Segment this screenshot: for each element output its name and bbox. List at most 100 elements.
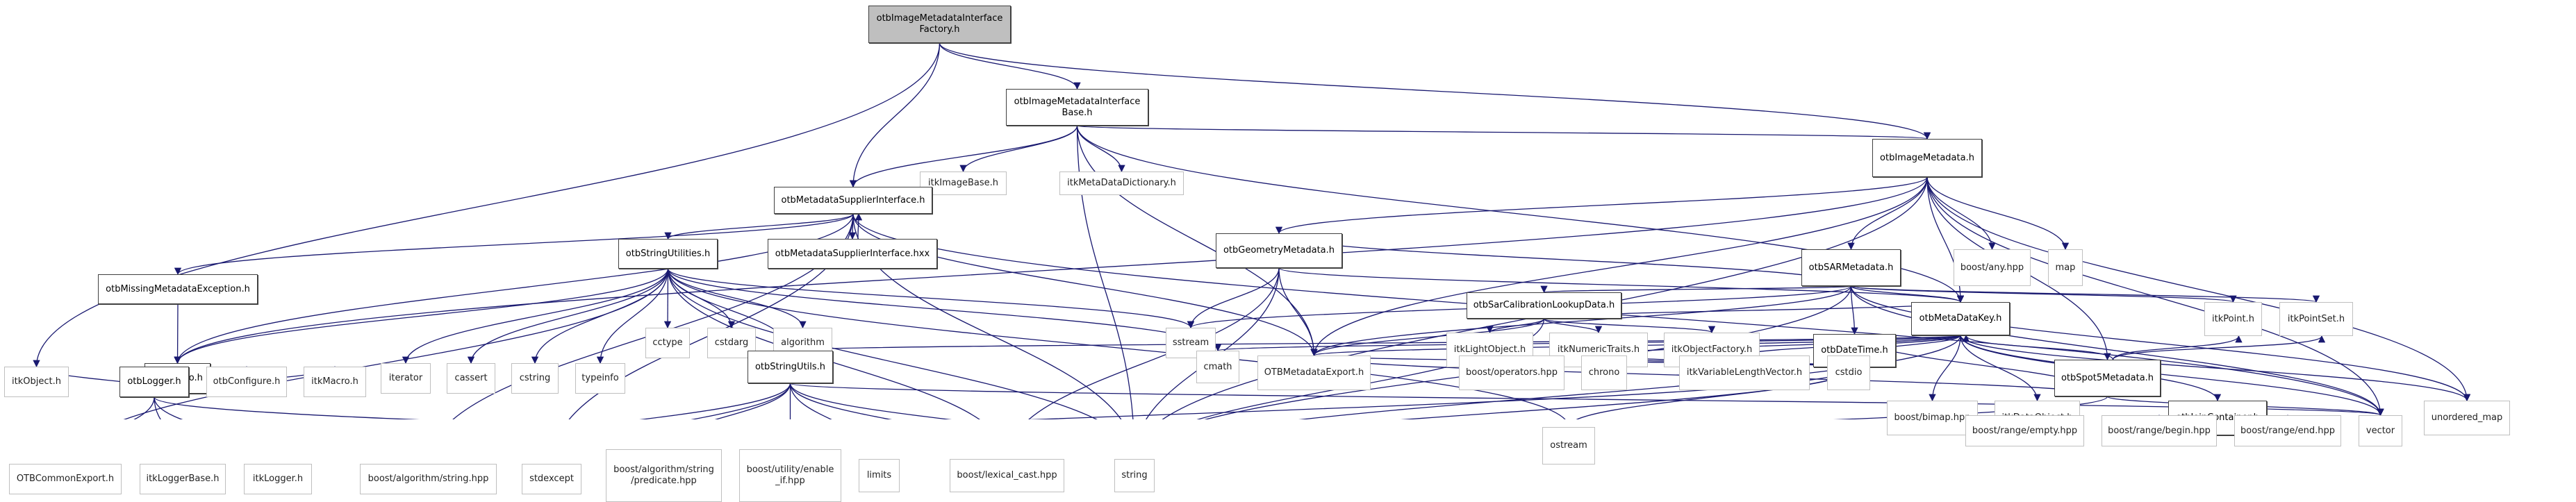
node-otbLogger-h[interactable]: otbLogger.h — [119, 367, 189, 397]
node-label: unordered_map — [2431, 412, 2503, 424]
node-vector: vector — [2359, 415, 2402, 446]
edge-stringUtil-to-iterator — [402, 268, 669, 365]
node-label-line: OTBMetadataExport.h — [1264, 367, 1364, 378]
node-label-line: otbConfigure.h — [213, 376, 281, 387]
edge-imageMD-to-sarMD — [1847, 176, 1928, 251]
node-boost-any-hpp: boost/any.hpp — [1954, 249, 2031, 286]
edge-sarCal-to-mdExport — [1310, 318, 1545, 357]
edge-imdibase-to-mdExport — [1076, 125, 1318, 357]
node-label: limits — [867, 470, 891, 481]
node-label-line: limits — [866, 470, 892, 480]
node-label: otbStringUtilities.h — [626, 249, 710, 260]
node-label: itkLoggerBase.h — [146, 474, 219, 485]
node-otbStringUtilities-h[interactable]: otbStringUtilities.h — [618, 239, 718, 269]
node-label: cstring — [520, 373, 550, 384]
node-label-line: itkLightObject.h — [1453, 344, 1526, 355]
node-label: otbMetadataSupplierInterface.h — [782, 195, 925, 206]
node-otbMetaDataKey-h[interactable]: otbMetaDataKey.h — [1911, 302, 2010, 335]
node-otbMetadataSupplierInterface-h[interactable]: otbMetadataSupplierInterface.h — [774, 187, 932, 214]
node-label-line: otbImageMetadataInterface — [876, 13, 1003, 24]
node-otbSARMetadata-h[interactable]: otbSARMetadata.h — [1801, 249, 1901, 286]
node-otbGeometryMetadata-h[interactable]: otbGeometryMetadata.h — [1216, 233, 1342, 268]
node-label-line: /predicate.hpp — [631, 476, 697, 486]
edge-mdKey-to-boostBimap — [1929, 335, 1961, 402]
edge-stringUtil-to-typeinfo — [596, 268, 669, 365]
node-label: cmath — [1203, 362, 1232, 373]
node-sstream: sstream — [1166, 328, 1216, 358]
node-chrono: chrono — [1581, 355, 1627, 390]
node-label-line: cstdarg — [714, 337, 749, 348]
node-label-line: boost/any.hpp — [1960, 262, 2024, 273]
node-label: otbLogger.h — [127, 376, 181, 387]
edge-mdsihxx-to-mdsi — [854, 212, 863, 240]
edge-sarMD-to-dateTime — [1850, 285, 1858, 335]
node-label-line: typeinfo — [581, 373, 619, 383]
edge-mdsi-to-mdExport — [852, 213, 1318, 357]
node-otbImageMetadata-h[interactable]: otbImageMetadata.h — [1872, 139, 1982, 177]
node-label-line: OTBCommonExport.h — [16, 474, 115, 484]
node-label: itkMacro.h — [311, 376, 358, 387]
edge-sarMD-to-vector — [1850, 285, 2384, 417]
node-boost-utility-enable_if-hpp: boost/utility/enable_if.hpp — [739, 449, 841, 502]
node-label: sstream — [1173, 337, 1209, 349]
edge-spot5-to-itkPointSet — [2112, 335, 2326, 360]
node-boost-operators-hpp: boost/operators.hpp — [1459, 355, 1564, 390]
edge-spot5-to-itkPoint — [2112, 335, 2243, 360]
edge-stringUtils-to-stdexcept — [691, 383, 791, 419]
edge-geomMD-to-mdKey — [1278, 267, 1964, 303]
node-label-line: ostream — [1550, 440, 1587, 451]
edge-logger-to-string — [154, 396, 420, 419]
edge-dateTime-to-boostAlgStr — [1027, 367, 1856, 419]
edge-imageMD-to-mdExport — [1310, 176, 1928, 357]
edge-stringUtils-to-boostLex — [789, 383, 892, 419]
edge-mdKey-to-unordMap — [1960, 335, 2471, 402]
node-label-line: otbStringUtils.h — [754, 361, 826, 372]
node-label: stdexcept — [529, 474, 574, 485]
edge-stringUtil-to-string — [667, 268, 1098, 419]
edge-stringUtils-to-vector — [789, 383, 2384, 417]
node-label: otbGeometryMetadata.h — [1223, 245, 1335, 256]
edge-stringUtil-to-boostLex — [667, 268, 980, 419]
node-label-line: stdexcept — [529, 474, 574, 484]
node-label-line: otbStringUtilities.h — [625, 248, 711, 259]
node-label: boost/lexical_cast.hpp — [957, 470, 1057, 481]
node-label-line: boost/utility/enable — [746, 465, 834, 475]
node-label: boost/bimap.hpp — [1894, 412, 1970, 424]
node-label-line: boost/operators.hpp — [1466, 367, 1558, 378]
node-typeinfo: typeinfo — [575, 363, 625, 394]
edge-imageMD-to-unordMap — [1926, 176, 2471, 402]
node-otbMissingMetadataException-h[interactable]: otbMissingMetadataException.h — [98, 274, 258, 304]
node-label-line: chrono — [1588, 367, 1620, 378]
node-label: otbSARMetadata.h — [1809, 262, 1894, 274]
node-label-line: otbSARMetadata.h — [1808, 262, 1894, 273]
node-label: otbImageMetadata.h — [1880, 153, 1974, 164]
node-label: boost/algorithm/string/predicate.hpp — [613, 465, 714, 487]
node-label: boost/any.hpp — [1960, 262, 2024, 274]
node-otbSarCalibrationLookupData-h[interactable]: otbSarCalibrationLookupData.h — [1467, 292, 1621, 319]
node-itkMacro-h: itkMacro.h — [304, 367, 366, 397]
node-label-line: otbImageMetadata.h — [1880, 152, 1974, 163]
edge-logger-to-itkLogBase — [154, 396, 161, 419]
edge-imdibase-to-itkImageBase — [959, 125, 1078, 173]
node-label: itkMetaDataDictionary.h — [1067, 178, 1176, 189]
node-otbSpot5Metadata-h[interactable]: otbSpot5Metadata.h — [2054, 360, 2161, 396]
edge-spot5-to-mdKey — [1962, 334, 2114, 360]
node-otbStringUtils-h[interactable]: otbStringUtils.h — [748, 351, 833, 383]
node-label-line: itkObject.h — [12, 376, 61, 387]
node-label: vector — [2366, 426, 2395, 437]
node-label-line: iterator — [388, 373, 423, 383]
node-label: OTBCommonExport.h — [17, 474, 114, 485]
node-OTBCommonExport-h: OTBCommonExport.h — [9, 464, 122, 494]
node-label: itkVariableLengthVector.h — [1687, 367, 1802, 378]
node-label-line: Base.h — [1062, 107, 1093, 118]
node-label: boost/utility/enable_if.hpp — [747, 465, 834, 487]
node-label: boost/range/empty.hpp — [1972, 426, 2077, 437]
node-label-line: itkObjectFactory.h — [1671, 344, 1753, 355]
edge-stringUtil-to-macro — [174, 268, 669, 365]
node-otbMetadataSupplierInterface-hxx[interactable]: otbMetadataSupplierInterface.hxx — [768, 239, 937, 269]
node-label-line: otbSpot5Metadata.h — [2061, 372, 2154, 383]
node-label: string — [1121, 470, 1147, 481]
